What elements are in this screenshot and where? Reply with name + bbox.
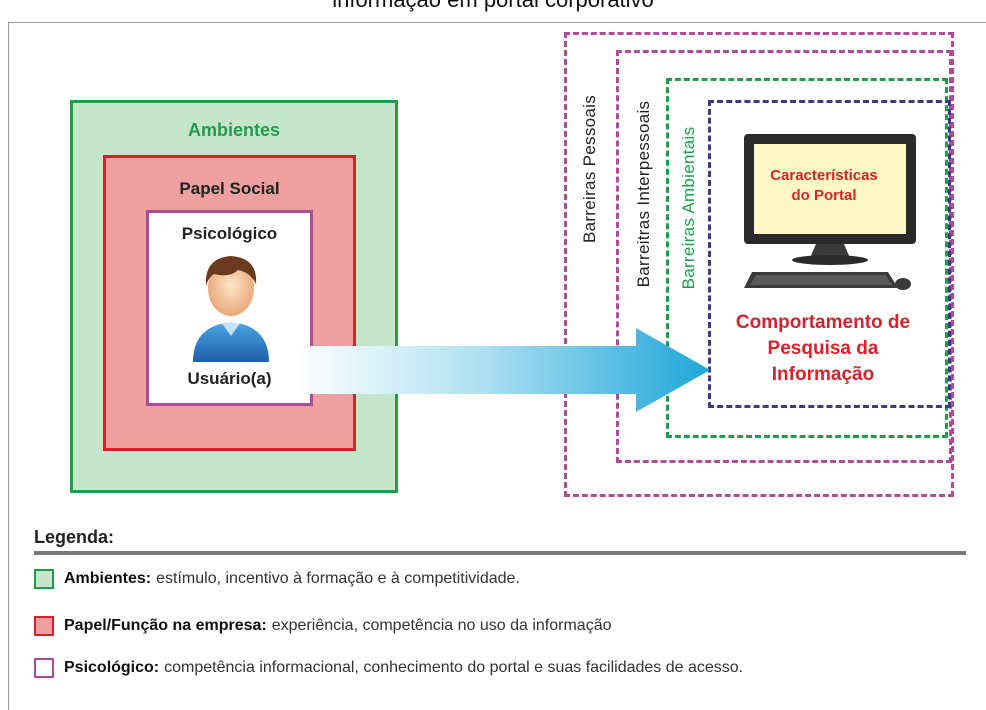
legend-desc: estímulo, incentivo à formação e à compe… (156, 570, 520, 587)
legend-swatch-psicologico (34, 658, 54, 678)
legend-term: Papel/Função na empresa: (64, 617, 267, 634)
barreiras-ambientais-box (666, 78, 948, 438)
legend-divider (34, 551, 966, 555)
barreiras-ambientais-label: Barreiras Ambientais (679, 126, 698, 290)
papel-social-label: Papel Social (179, 179, 280, 198)
computer-screen-label: Características do Portal (770, 167, 878, 204)
legend-term: Psicológico: (64, 659, 160, 676)
barreiras-pessoais-label: Barreiras Pessoais (580, 94, 599, 244)
legend-item-papel: Papel/Função na empresa: experiência, co… (34, 613, 612, 639)
user-avatar-icon (193, 256, 269, 362)
legend-swatch-ambientes (34, 569, 54, 589)
diagram-frame (8, 22, 986, 710)
barreiras-pessoais-box (564, 32, 954, 497)
legend-item-ambientes: Ambientes: estímulo, incentivo à formaçã… (34, 566, 520, 592)
page-title: informação em portal corporativo (0, 0, 986, 13)
ambientes-label: Ambientes (187, 120, 281, 140)
usuario-label: Usuário(a) (187, 369, 272, 388)
behavior-label: Comportamento de Pesquisa da Informação (735, 312, 911, 385)
barreiras-interpessoais-label: Barreitras Interpessoais (634, 100, 653, 288)
psicologico-label: Psicológico (181, 224, 278, 243)
arrow-right-icon (296, 328, 710, 412)
legend-desc: competência informacional, conhecimento … (164, 659, 744, 676)
psicologico-box (146, 210, 313, 406)
inner-portal-box (708, 100, 951, 408)
legend-swatch-papel (34, 616, 54, 636)
legend-item-psicologico: Psicológico: competência informacional, … (34, 655, 743, 681)
legend-title: Legenda: (34, 527, 115, 547)
legend-desc: experiência, competência no uso da infor… (271, 617, 612, 634)
legend-term: Ambientes: (64, 570, 152, 587)
desktop-computer-icon (744, 134, 916, 290)
